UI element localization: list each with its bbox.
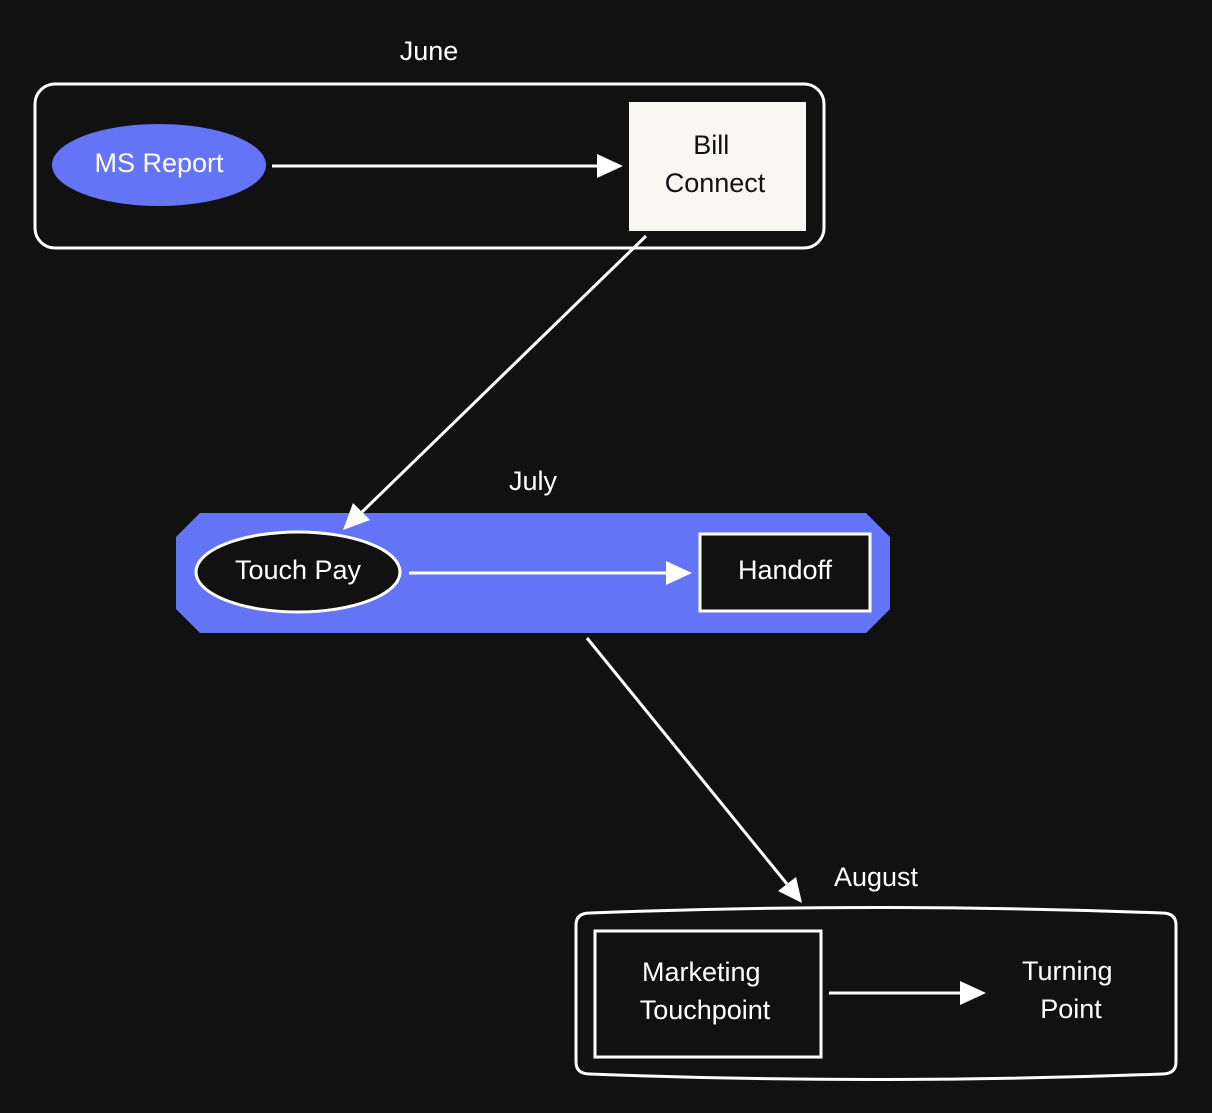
node-bill-connect[interactable] bbox=[629, 102, 806, 231]
node-marketing-touchpoint-line-2: Touchpoint bbox=[640, 995, 771, 1025]
node-marketing-touchpoint-line-1: Marketing bbox=[642, 957, 761, 987]
arrowhead-july-to-august bbox=[778, 877, 802, 903]
group-august-container bbox=[574, 906, 1178, 1081]
arrowhead-ms-report-to-bill-connect bbox=[597, 154, 623, 178]
edge-july-to-august bbox=[585, 637, 789, 885]
node-bill-connect-line-2: Connect bbox=[665, 168, 766, 198]
group-label-july: July bbox=[509, 466, 558, 496]
node-turning-point-line-2: Point bbox=[1040, 994, 1102, 1024]
node-turning-point-label[interactable]: Turning Point bbox=[1022, 956, 1120, 1024]
node-turning-point-line-1: Turning bbox=[1022, 956, 1113, 986]
node-handoff-label: Handoff bbox=[738, 555, 833, 585]
arrowhead-bill-connect-to-touch-pay bbox=[343, 503, 370, 530]
group-label-august: August bbox=[834, 862, 919, 892]
arrowhead-touch-pay-to-handoff bbox=[666, 561, 692, 585]
arrowhead-marketing-touchpoint-to-turning-point bbox=[960, 981, 986, 1005]
node-bill-connect-label: Bill Connect bbox=[665, 130, 766, 198]
node-handoff[interactable] bbox=[698, 532, 872, 613]
group-june-container bbox=[33, 82, 826, 250]
node-ms-report-label: MS Report bbox=[94, 148, 224, 178]
node-marketing-touchpoint-label: Marketing Touchpoint bbox=[640, 957, 771, 1025]
node-ms-report[interactable] bbox=[52, 124, 266, 206]
group-label-june: June bbox=[400, 36, 459, 66]
edge-bill-connect-to-touch-pay bbox=[360, 234, 648, 514]
node-bill-connect-line-1: Bill bbox=[693, 130, 729, 160]
node-touch-pay-label: Touch Pay bbox=[235, 555, 362, 585]
node-touch-pay[interactable] bbox=[194, 530, 402, 614]
node-marketing-touchpoint[interactable] bbox=[593, 929, 823, 1059]
